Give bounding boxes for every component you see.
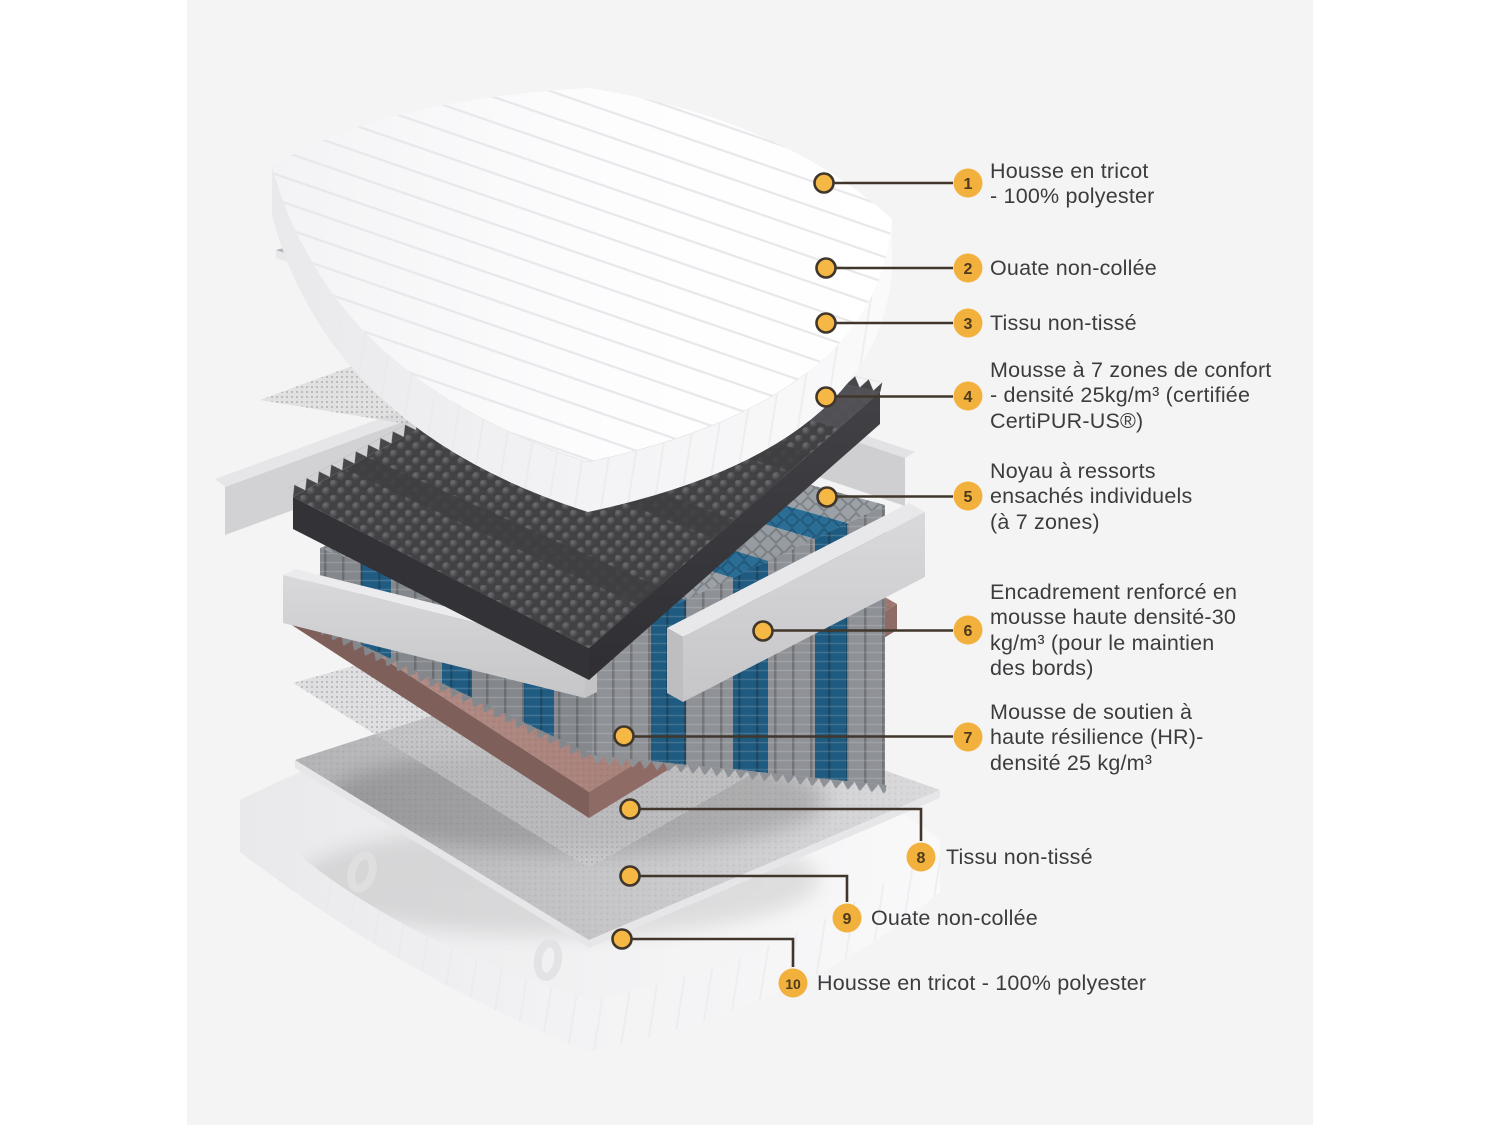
badge-7 — [953, 722, 983, 752]
callout-dot-2 — [815, 257, 837, 279]
badge-8 — [906, 842, 936, 872]
springs-right-sawtooth-edge — [591, 754, 887, 794]
badge-number: 5 — [964, 489, 973, 506]
label-7-line: densité 25 kg/m³ — [990, 751, 1152, 775]
label-5-line: (à 7 zones) — [990, 510, 1100, 534]
springs-left-sawtooth-edge — [316, 624, 592, 762]
label-9-line: Ouate non-collée — [871, 906, 1038, 930]
callout-dot-10 — [611, 928, 633, 950]
badge-1 — [953, 168, 983, 198]
label-10-line: Housse en tricot - 100% polyester — [817, 971, 1146, 995]
label-6-line: Encadrement renforcé en — [990, 580, 1237, 604]
label-6-line: des bords) — [990, 656, 1094, 680]
badge-number: 7 — [964, 730, 973, 747]
badge-4 — [953, 381, 983, 411]
mattress-handle-left — [347, 851, 377, 893]
badge-number: 9 — [843, 911, 852, 928]
label-4-line: - densité 25kg/m³ (certifiée — [990, 383, 1250, 407]
callout-dot-3 — [815, 312, 837, 334]
badge-3 — [953, 308, 983, 338]
badge-number: 8 — [917, 850, 926, 867]
front-right-rail-face — [683, 512, 925, 702]
callout-line-10 — [622, 937, 795, 967]
front-right-rail-end-cap — [667, 628, 683, 702]
foam-channel — [345, 457, 659, 605]
badge-9 — [832, 903, 862, 933]
callout-dot-4 — [815, 386, 837, 408]
callout-line-9 — [630, 874, 849, 902]
badge-number: 6 — [964, 623, 973, 640]
label-6-line: mousse haute densité-30 — [990, 605, 1236, 629]
label-4-line: Mousse à 7 zones de confort — [990, 358, 1271, 382]
label-1-line: - 100% polyester — [990, 184, 1155, 208]
layer-housse-tricot-top — [272, 88, 892, 512]
label-5-line: ensachés individuels — [990, 484, 1192, 508]
badge-2 — [953, 253, 983, 283]
callout-dot-1 — [813, 172, 835, 194]
badge-6 — [953, 615, 983, 645]
callout-line-8 — [630, 807, 923, 841]
front-left-rail-face — [283, 575, 585, 698]
label-7-line: Mousse de soutien à — [990, 700, 1192, 724]
badge-number: 10 — [785, 976, 801, 992]
badge-number: 3 — [964, 316, 973, 333]
label-3-line: Tissu non-tissé — [990, 311, 1137, 335]
label-2-line: Ouate non-collée — [990, 256, 1157, 280]
badge-5 — [953, 481, 983, 511]
top-cover-side-stripes — [272, 166, 892, 512]
label-texts: Housse en tricot - 100% polyester Ouate … — [817, 159, 1271, 995]
badge-number: 1 — [964, 176, 973, 193]
callout-dot-7 — [613, 725, 635, 747]
callout-dots — [611, 172, 838, 950]
label-5-line: Noyau à ressorts — [990, 459, 1156, 483]
callout-dot-9 — [619, 865, 641, 887]
foam-left-face — [293, 497, 589, 680]
label-4-line: CertiPUR-US®) — [990, 409, 1143, 433]
callout-lines — [622, 181, 953, 967]
front-right-rail-top — [667, 503, 925, 637]
badge-number: 4 — [964, 389, 973, 406]
badge-number: 2 — [964, 261, 973, 278]
callout-dot-8 — [619, 798, 641, 820]
callout-dot-5 — [816, 486, 838, 508]
badge-numbers: 1 2 3 4 5 6 7 8 9 10 — [785, 176, 972, 992]
label-8-line: Tissu non-tissé — [946, 845, 1093, 869]
top-cover-quilt-stripes — [272, 88, 892, 462]
label-7-line: haute résilience (HR)- — [990, 725, 1204, 749]
mattress-handle-front — [533, 939, 563, 981]
label-1-line: Housse en tricot — [990, 159, 1149, 183]
bottom-cover-side-stripes — [240, 800, 940, 1052]
foam-right-face — [589, 392, 880, 680]
label-badges — [778, 168, 983, 998]
callout-dot-6 — [752, 620, 774, 642]
label-6-line: kg/m³ (pour le maintien — [990, 631, 1214, 655]
badge-10 — [778, 968, 808, 998]
